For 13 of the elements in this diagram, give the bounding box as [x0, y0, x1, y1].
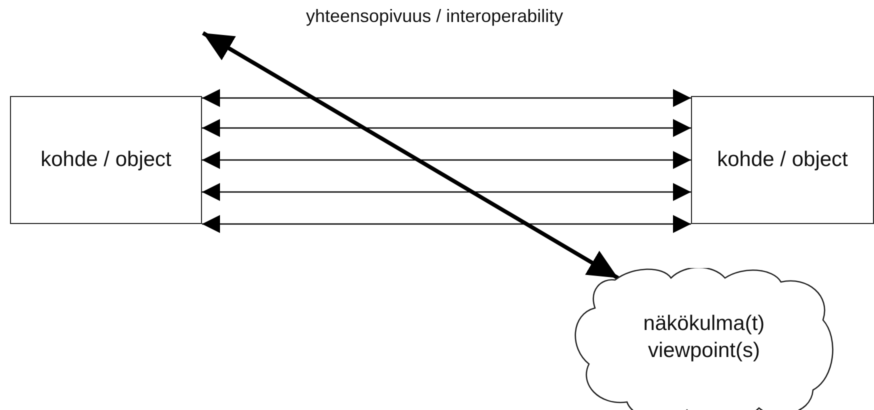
arrow [202, 215, 691, 233]
cloud-shape [573, 268, 835, 410]
arrow [202, 89, 691, 107]
arrow [202, 119, 691, 137]
arrow [202, 31, 620, 280]
arrow [202, 183, 691, 201]
arrow [202, 151, 691, 169]
object-box [691, 96, 874, 224]
node-label: näkökulma(t) viewpoint(s) [642, 310, 766, 364]
title: yhteensopivuus / interoperability [306, 6, 564, 27]
object-box [10, 96, 202, 224]
node-label: kohde / object [40, 147, 172, 174]
node-label: kohde / object [717, 147, 848, 174]
